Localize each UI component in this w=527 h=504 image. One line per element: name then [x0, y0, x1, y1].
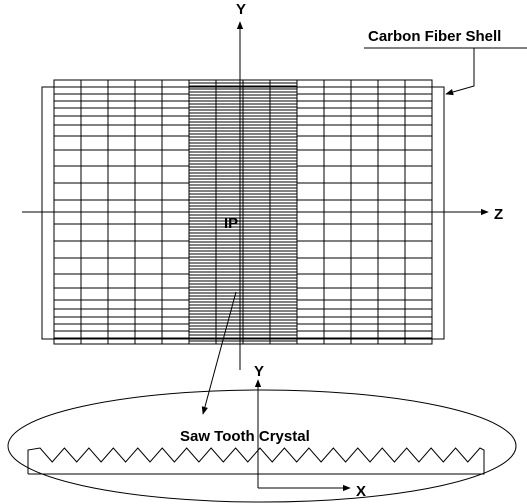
carbon-fiber-shell-label: Carbon Fiber Shell	[368, 28, 501, 45]
crystal-grid	[53, 79, 433, 345]
y-axis-label: Y	[236, 1, 246, 18]
crystal-leader-arrow	[201, 291, 237, 415]
ip-label: IP	[224, 215, 238, 232]
z-axis-label: Z	[494, 206, 503, 223]
inset-y-axis-label: Y	[254, 363, 264, 380]
shell-leader-arrow	[445, 48, 475, 96]
inset-ellipse	[7, 389, 517, 503]
saw-tooth-crystal-label: Saw Tooth Crystal	[180, 428, 310, 445]
saw-tooth-crystal-profile	[27, 447, 485, 475]
inset-x-axis-label: X	[356, 483, 366, 500]
